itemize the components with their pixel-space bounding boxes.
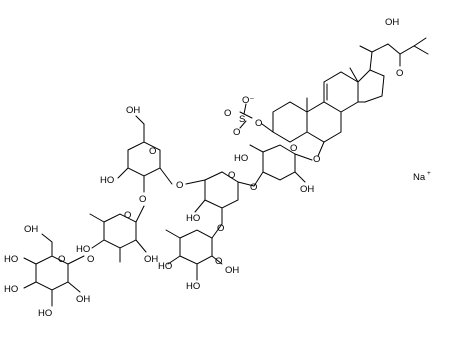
glycosidic-oxygen-glc1-label: O bbox=[139, 194, 146, 205]
hydroxyl-qui2b-label: HO bbox=[186, 281, 200, 292]
sulfate-oxygen-ester-label: O bbox=[255, 118, 262, 129]
sodium-counter-ion: Na + bbox=[413, 170, 431, 183]
ring-oxygen-xyl-label: O bbox=[228, 170, 235, 181]
ring-oxygen-qui1-label: O bbox=[290, 143, 297, 154]
glycosidic-oxygen-qui3-label: O bbox=[87, 254, 94, 265]
sodium-label: Na bbox=[413, 172, 426, 183]
hydroxyl-qui3b-label: OH bbox=[144, 254, 158, 265]
ketone-oxygen-label: O bbox=[396, 68, 403, 79]
sugar-ring-quinovose-3 bbox=[89, 205, 147, 263]
ring-oxygen-qui2-label: O bbox=[215, 256, 222, 267]
hydroxymethyl-glc2-label: OH bbox=[24, 224, 38, 235]
hydroxyl-glc2a-label: HO bbox=[4, 284, 18, 295]
hydroxyl-qui2a-label: HO bbox=[158, 261, 172, 272]
sugar-ring-quinovose-2 bbox=[165, 223, 223, 281]
atom-labels: OH O O S O O O⁻ O O HO OH O O HO O O O H… bbox=[4, 17, 403, 319]
hydroxyl-xyl-label: HO bbox=[186, 213, 200, 224]
glycosidic-oxygen-xyl2-label: O bbox=[217, 223, 224, 234]
sulfur-label: S bbox=[239, 114, 245, 125]
steroid-aglycone bbox=[239, 37, 429, 157]
sodium-charge: + bbox=[427, 170, 431, 177]
hydroxyl-qui3-label: HO bbox=[76, 244, 90, 255]
hydroxyl-qui1-label: HO bbox=[234, 153, 248, 164]
hydroxymethyl-glc1-label: OH bbox=[126, 105, 140, 116]
sugar-ring-glucose-1 bbox=[117, 115, 173, 193]
glycosidic-oxygen-xyl-label: O bbox=[250, 182, 257, 193]
ring-oxygen-glc2-label: O bbox=[58, 254, 65, 265]
hydroxyl-qui1b-label: OH bbox=[300, 184, 314, 195]
sugar-ring-quinovose-1 bbox=[249, 144, 313, 187]
ring-oxygen-glc1-label: O bbox=[149, 146, 156, 157]
sugar-ring-xylose bbox=[185, 171, 255, 225]
hydroxyl-label-sidechain: OH bbox=[385, 17, 399, 28]
hydroxyl-glc2d-label: OH bbox=[76, 294, 90, 305]
glycosidic-oxygen-c6-label: O bbox=[313, 154, 320, 165]
ring-oxygen-qui3-label: O bbox=[124, 210, 131, 221]
hydroxyl-glc2b-label: HO bbox=[4, 254, 18, 265]
sugar-ring-glucose-2 bbox=[23, 233, 85, 307]
glycosidic-oxygen-glc-label: O bbox=[176, 180, 183, 191]
sulfate-oxygen-1-label: O bbox=[224, 108, 231, 119]
hydroxyl-glc1-label: HO bbox=[100, 175, 114, 186]
hydroxyl-qui2c-label: OH bbox=[225, 265, 239, 276]
sulfate-oxygen-2-label: O bbox=[233, 127, 240, 138]
hydroxyl-glc2c-label: HO bbox=[38, 308, 52, 319]
sulfate-oxygen-anion-label: O⁻ bbox=[242, 95, 254, 106]
